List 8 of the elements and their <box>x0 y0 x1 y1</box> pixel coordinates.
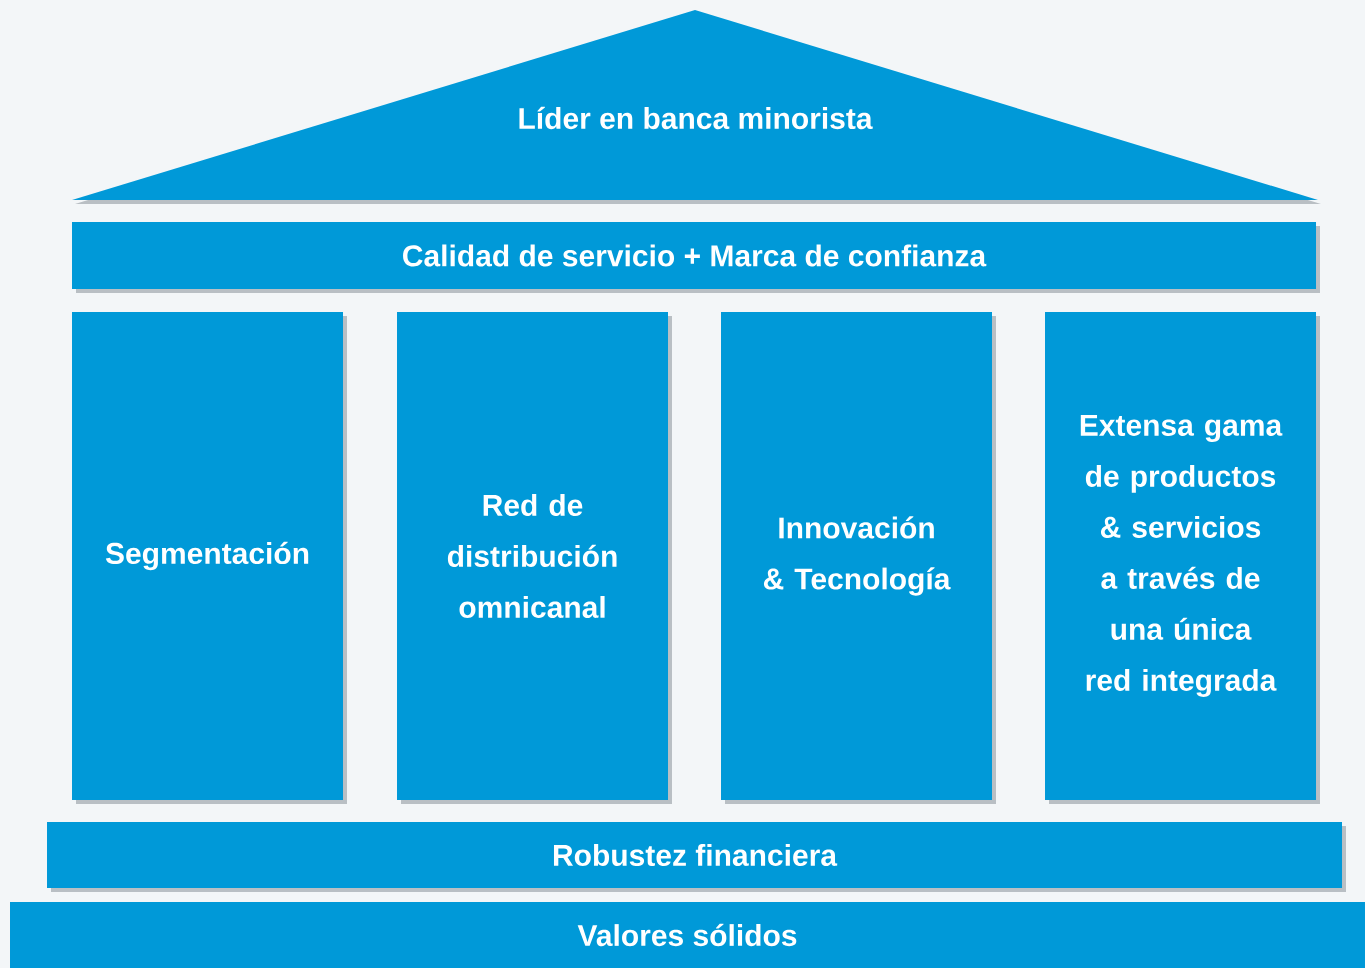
banner-bar: Calidad de servicio + Marca de confianza <box>72 222 1320 293</box>
pillar-box: Segmentación <box>72 312 347 804</box>
banner-bar: Valores sólidos <box>10 902 1365 968</box>
roof-triangle: Líder en banca minorista <box>72 10 1321 204</box>
banner-bar: Robustez financiera <box>47 822 1346 892</box>
pillar-box: Extensa gama de productos & servicios a través de una única red integrada <box>1045 312 1320 804</box>
pillar-box: Innovación & Tecnología <box>721 312 996 804</box>
pillar-box: Red de distribución omnicanal <box>397 312 672 804</box>
